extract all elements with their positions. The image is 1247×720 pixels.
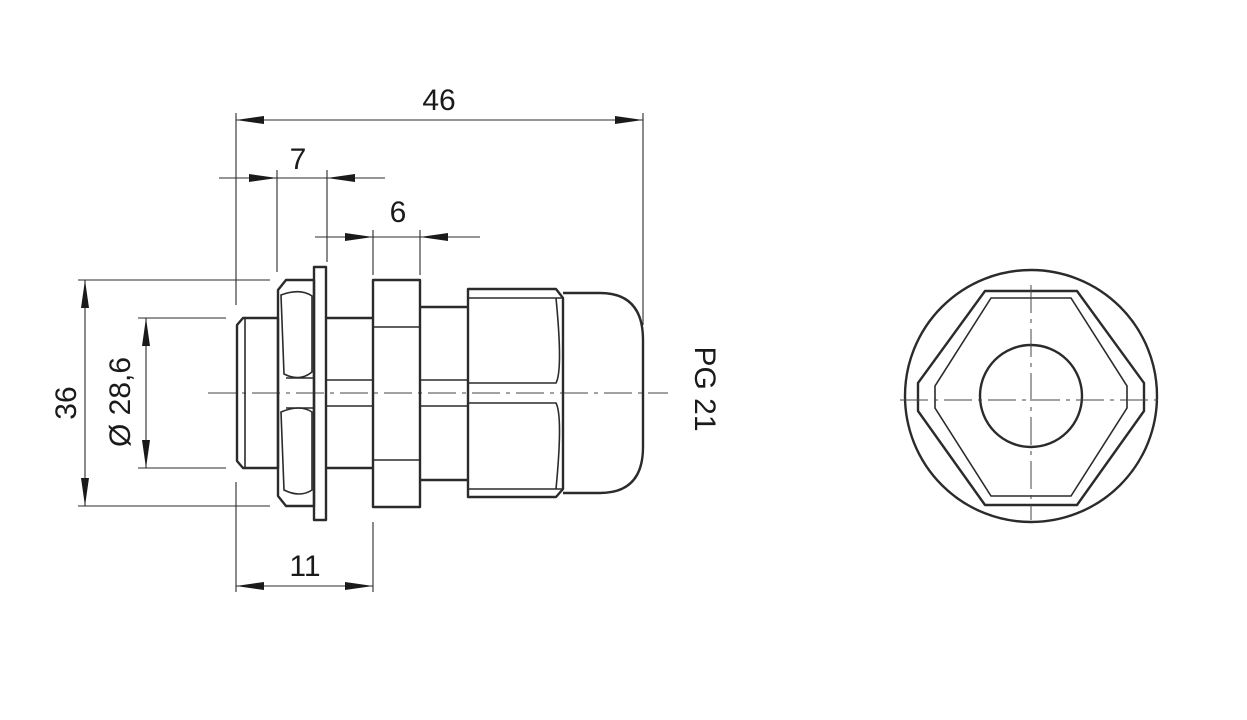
dimension-flange-width: 7 [219,143,385,272]
dimension-thread-diameter: Ø 28,6 [104,317,226,469]
label-thread-length: 11 [289,550,320,583]
label-nut-width: 6 [390,196,407,229]
dimension-overall-height: 36 [50,279,270,507]
cap-nut [466,287,565,499]
dimension-overall-length: 46 [235,84,644,325]
front-hex-inner [934,297,1128,497]
label-overall-length: 46 [422,84,455,117]
dimension-thread-length: 11 [235,482,374,592]
body-mid [420,305,468,482]
lock-nut [371,278,422,509]
dimension-nut-width: 6 [315,196,480,275]
front-view [900,268,1162,524]
front-outer-circle [903,268,1159,524]
body-neck [326,316,373,470]
seal-dome [563,291,645,495]
flange-plate [312,265,328,522]
label-flange-width: 7 [290,143,307,176]
side-view [208,265,668,522]
label-thread-size: PG 21 [688,346,721,431]
front-hex-outline [916,289,1146,507]
label-thread-diameter: Ø 28,6 [104,357,137,447]
label-overall-height: 36 [50,386,83,419]
